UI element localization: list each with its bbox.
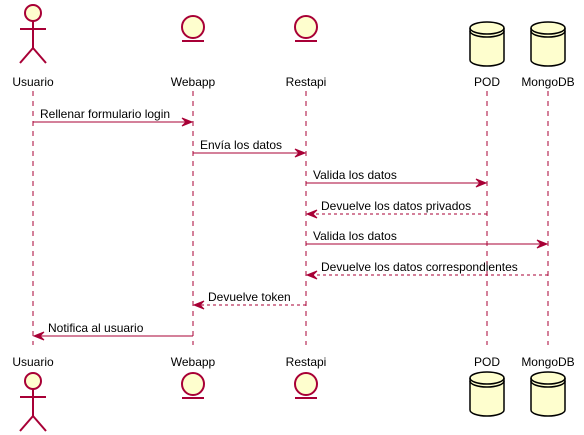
participant-webapp-bottom: Webapp [171, 355, 216, 399]
actor-icon [19, 372, 47, 432]
arrowhead-icon [32, 331, 45, 341]
message-8: Notifica al usuario [32, 321, 193, 341]
arrowhead-icon [475, 178, 488, 188]
arrowhead-icon [181, 117, 194, 127]
arrowhead-icon [192, 300, 205, 310]
participants-bottom: Usuario Webapp Restapi POD MongoDB [12, 355, 575, 432]
entity-icon [181, 372, 205, 399]
participants-top: Usuario Webapp Restapi POD MongoDB [12, 4, 575, 89]
message-4: Devuelve los datos privados [305, 199, 487, 219]
actor-icon [19, 4, 47, 64]
message-label: Notifica al usuario [48, 321, 144, 335]
participant-label: Webapp [171, 75, 216, 89]
arrowhead-icon [305, 270, 318, 280]
participant-pod-top: POD [469, 21, 505, 89]
participant-webapp-top: Webapp [171, 15, 216, 89]
participant-mongodb-top: MongoDB [521, 21, 575, 89]
message-7: Devuelve token [192, 290, 306, 310]
arrowhead-icon [294, 148, 307, 158]
message-label: Rellenar formulario login [40, 107, 170, 121]
participant-label: Webapp [171, 355, 216, 369]
participant-pod-bottom: POD [469, 355, 505, 417]
message-label: Devuelve los datos privados [321, 199, 471, 213]
message-2: Envía los datos [193, 138, 307, 158]
message-1: Rellenar formulario login [33, 107, 194, 127]
database-icon [530, 21, 566, 67]
participant-label: Usuario [12, 355, 54, 369]
participant-label: Restapi [286, 355, 327, 369]
message-label: Envía los datos [200, 138, 282, 152]
database-icon [469, 21, 505, 67]
participant-usuario-bottom: Usuario [12, 355, 54, 432]
participant-restapi-bottom: Restapi [286, 355, 327, 399]
message-label: Valida los datos [313, 168, 397, 182]
participant-label: POD [474, 355, 500, 369]
entity-icon [294, 15, 318, 42]
arrowhead-icon [536, 239, 549, 249]
message-label: Devuelve token [208, 290, 291, 304]
message-6: Devuelve los datos correspondientes [305, 260, 548, 280]
participant-label: POD [474, 75, 500, 89]
participant-label: Usuario [12, 75, 54, 89]
participant-label: MongoDB [521, 355, 574, 369]
entity-icon [294, 372, 318, 399]
participant-label: Restapi [286, 75, 327, 89]
participant-mongodb-bottom: MongoDB [521, 355, 575, 417]
arrowhead-icon [305, 209, 318, 219]
message-5: Valida los datos [306, 229, 549, 249]
participant-usuario-top: Usuario [12, 4, 54, 89]
participant-restapi-top: Restapi [286, 15, 327, 89]
message-3: Valida los datos [306, 168, 488, 188]
database-icon [530, 371, 566, 417]
participant-label: MongoDB [521, 75, 574, 89]
database-icon [469, 371, 505, 417]
message-label: Devuelve los datos correspondientes [321, 260, 518, 274]
entity-icon [181, 15, 205, 42]
lifelines [32, 91, 549, 345]
message-label: Valida los datos [313, 229, 397, 243]
